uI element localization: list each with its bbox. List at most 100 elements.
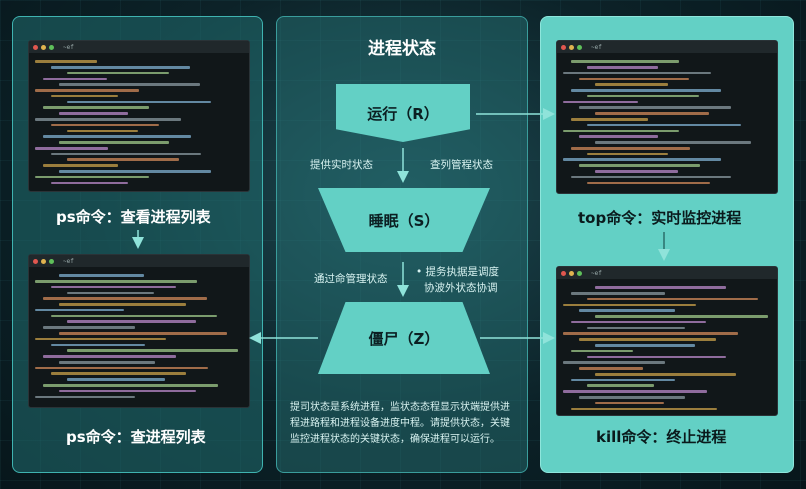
code-line <box>51 181 128 185</box>
code-line <box>51 285 176 289</box>
code-line <box>51 65 191 69</box>
transition-note-right-2b: 协波外状态协调 <box>424 282 498 294</box>
code-line <box>35 337 167 341</box>
code-line <box>51 314 218 318</box>
close-dot-icon <box>33 44 38 50</box>
top-label: top命令：实时监控进程 <box>578 209 742 227</box>
code-line <box>587 355 727 359</box>
code-line <box>571 349 634 353</box>
code-line <box>35 89 139 92</box>
top-terminal: ~ef <box>556 40 778 194</box>
terminal-title: ~ef <box>63 43 74 51</box>
code-line <box>51 123 160 127</box>
transition-note-right-2a: • 提务执据是调度 <box>416 266 500 278</box>
minimize-dot-icon <box>41 258 46 264</box>
state-sleeping: 睡眠（S） <box>318 188 490 252</box>
code-block <box>29 53 249 191</box>
diagram-title: 进程状态 <box>368 39 436 59</box>
code-line <box>579 396 686 399</box>
code-line <box>579 135 659 138</box>
code-line <box>579 338 717 341</box>
code-line <box>67 100 211 104</box>
code-line <box>571 407 717 411</box>
code-line <box>563 100 638 104</box>
description-text: 提司状态是系统进程，监状态态程显示状端提供进程进路程和进程设备进度中程。请提供状… <box>290 402 510 445</box>
code-line <box>67 349 238 352</box>
ps-query-label: ps命令：查进程列表 <box>66 428 206 446</box>
code-line <box>595 141 751 144</box>
code-line <box>35 60 98 63</box>
code-line <box>571 378 675 382</box>
code-line <box>43 355 177 358</box>
code-line <box>595 112 710 115</box>
code-line <box>67 129 138 133</box>
maximize-dot-icon <box>49 258 54 264</box>
code-line <box>67 378 165 381</box>
code-line <box>67 158 180 162</box>
code-line <box>35 366 208 370</box>
code-line <box>595 286 727 289</box>
kill-terminal: ~ef <box>556 266 778 416</box>
code-line <box>571 175 732 179</box>
code-line <box>563 129 680 133</box>
code-line <box>59 360 155 364</box>
transition-note-left-1: 提供实时状态 <box>310 159 373 171</box>
code-line <box>595 315 768 318</box>
code-line <box>587 181 710 185</box>
code-line <box>35 146 108 150</box>
code-block <box>557 53 777 191</box>
code-line <box>59 303 186 306</box>
code-line <box>59 332 228 335</box>
code-line <box>587 384 654 388</box>
code-line <box>587 123 741 127</box>
code-line <box>587 65 658 69</box>
code-line <box>595 83 668 86</box>
ps-list-terminal: ~ef <box>28 40 250 192</box>
code-block <box>557 279 777 415</box>
code-line <box>587 297 758 301</box>
code-line <box>59 274 145 277</box>
code-line <box>35 175 150 179</box>
ps-query-terminal: ~ef <box>28 254 250 408</box>
state-running: 运行（R） <box>336 84 470 142</box>
maximize-dot-icon <box>577 270 582 276</box>
ps-list-label: ps命令：查看进程列表 <box>56 208 211 226</box>
code-line <box>587 94 700 98</box>
maximize-dot-icon <box>577 44 582 50</box>
code-line <box>563 71 711 75</box>
code-line <box>51 372 187 376</box>
code-line <box>43 326 135 329</box>
code-line <box>43 297 208 300</box>
code-line <box>563 361 665 364</box>
close-dot-icon <box>33 258 38 264</box>
code-line <box>67 320 196 324</box>
code-line <box>563 303 697 307</box>
code-line <box>43 384 218 387</box>
minimize-dot-icon <box>569 44 574 50</box>
code-line <box>43 164 118 167</box>
code-line <box>563 332 738 336</box>
close-dot-icon <box>561 44 566 50</box>
code-block <box>29 267 249 405</box>
code-line <box>563 390 707 393</box>
code-line <box>59 141 170 144</box>
code-line <box>51 343 145 347</box>
code-line <box>43 135 191 138</box>
code-line <box>59 83 201 86</box>
code-line <box>587 326 685 330</box>
code-line <box>579 106 731 110</box>
state-zombie: 僵尸（Z） <box>318 302 490 374</box>
code-line <box>35 279 198 283</box>
code-line <box>35 308 125 312</box>
terminal-title: ~ef <box>591 43 602 51</box>
terminal-title: ~ef <box>591 269 602 277</box>
code-line <box>43 77 108 81</box>
code-line <box>51 94 118 98</box>
code-line <box>587 152 669 156</box>
terminal-title: ~ef <box>63 257 74 265</box>
code-line <box>571 89 721 92</box>
code-line <box>571 60 680 63</box>
code-line <box>59 170 211 173</box>
code-line <box>67 291 155 295</box>
code-line <box>579 309 675 312</box>
